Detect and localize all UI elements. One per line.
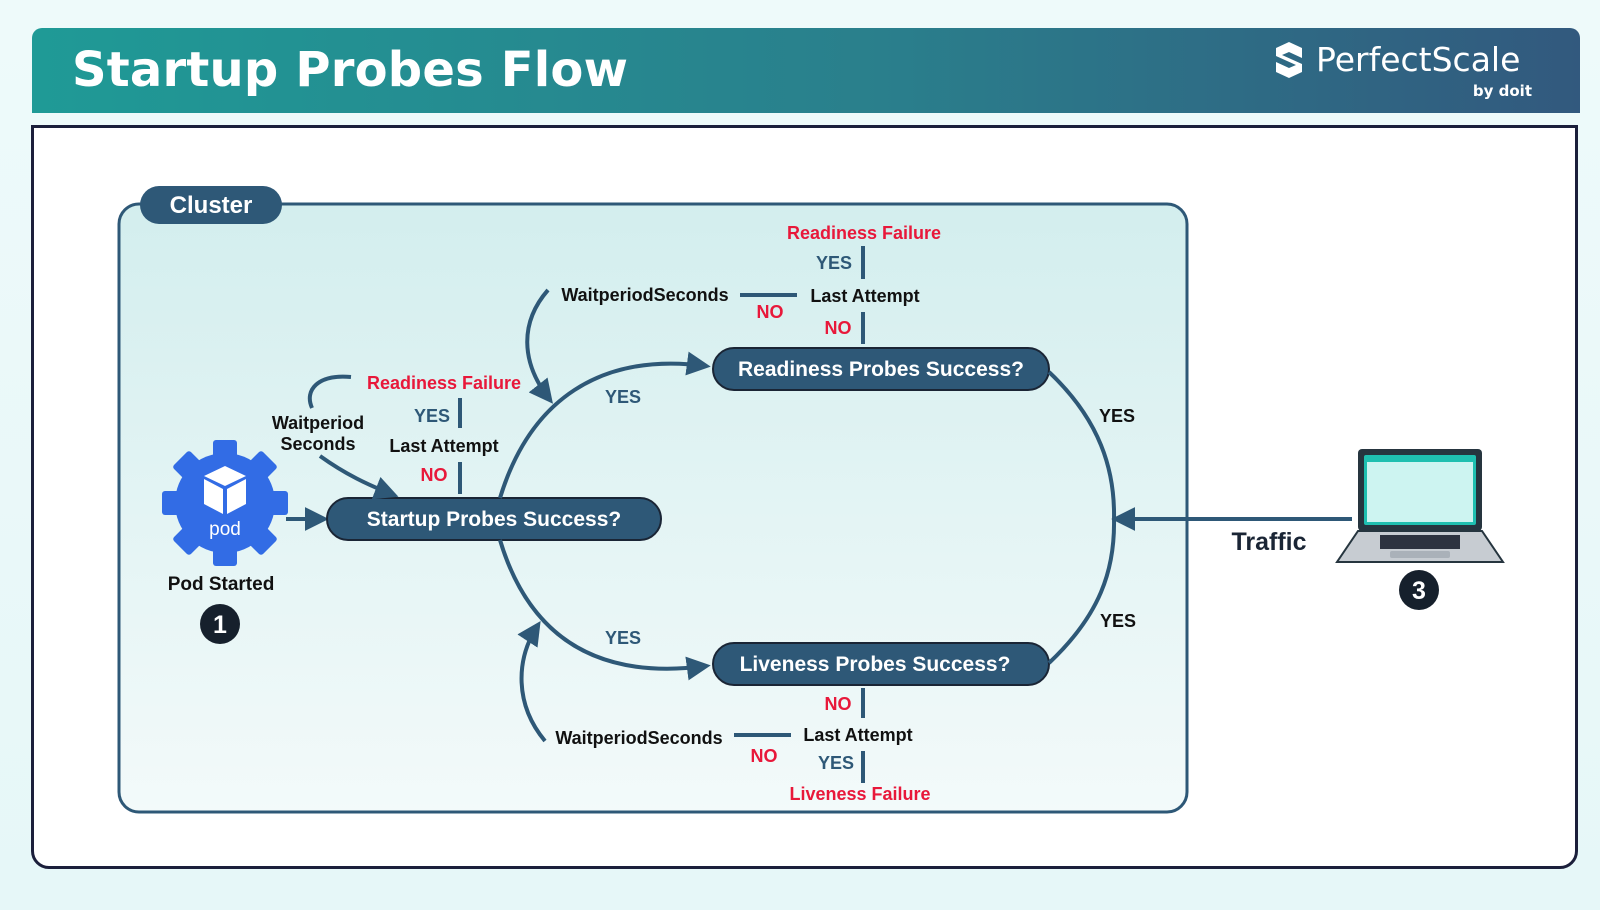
pod-icon-label: pod bbox=[209, 519, 241, 540]
page-title: Startup Probes Flow bbox=[72, 42, 629, 98]
readiness-wait-label: WaitperiodSeconds bbox=[561, 285, 728, 305]
brand-logo: PerfectScale by doit bbox=[1272, 38, 1532, 104]
perfectscale-logo-icon bbox=[1276, 42, 1302, 78]
startup-wait-arrow bbox=[318, 454, 399, 500]
step-1-badge bbox=[200, 604, 240, 644]
to-liveness-yes: YES bbox=[605, 628, 641, 648]
startup-probe-label: Startup Probes Success? bbox=[367, 508, 621, 531]
liveness-last-attempt: Last Attempt bbox=[803, 725, 912, 745]
liveness-no-side: NO bbox=[751, 746, 778, 766]
startup-no-label: NO bbox=[421, 465, 448, 485]
kubernetes-pod-icon: pod bbox=[162, 440, 288, 566]
startup-to-readiness-arrow bbox=[498, 351, 711, 499]
cluster-tab bbox=[140, 186, 282, 224]
readiness-failure-label: Readiness Failure bbox=[787, 223, 941, 243]
liveness-wait-label: WaitperiodSeconds bbox=[555, 728, 722, 748]
step-1-number: 1 bbox=[213, 611, 227, 639]
liveness-right-arc bbox=[1047, 518, 1117, 665]
startup-wait-label-2: Seconds bbox=[280, 434, 355, 454]
readiness-last-attempt: Last Attempt bbox=[810, 286, 919, 306]
startup-retry-loop bbox=[307, 374, 352, 409]
header-banner: Startup Probes Flow PerfectScale by doit bbox=[32, 28, 1580, 113]
startup-yes-label: YES bbox=[414, 406, 450, 426]
startup-probe-node bbox=[326, 497, 662, 541]
liveness-retry-arrow bbox=[517, 620, 547, 743]
readiness-probe-node bbox=[712, 347, 1050, 391]
cluster-label: Cluster bbox=[170, 192, 253, 219]
readiness-yes-label: YES bbox=[816, 253, 852, 273]
brand-name: PerfectScale bbox=[1316, 40, 1521, 79]
readiness-no-below: NO bbox=[825, 318, 852, 338]
readiness-retry-arrow bbox=[525, 288, 553, 404]
readiness-probe-label: Readiness Probes Success? bbox=[738, 358, 1024, 381]
startup-last-attempt: Last Attempt bbox=[389, 436, 498, 456]
step-3-number: 3 bbox=[1412, 577, 1426, 605]
startup-to-liveness-arrow bbox=[498, 539, 711, 681]
startup-wait-label-1: Waitperiod bbox=[272, 413, 364, 433]
liveness-probe-node bbox=[712, 642, 1050, 686]
laptop-icon bbox=[1335, 449, 1505, 563]
readiness-no-side: NO bbox=[757, 302, 784, 322]
startup-readiness-failure: Readiness Failure bbox=[367, 373, 521, 393]
step-3-badge bbox=[1399, 570, 1439, 610]
liveness-failure-label: Liveness Failure bbox=[789, 784, 930, 804]
liveness-right-yes: YES bbox=[1100, 611, 1136, 631]
brand-subtitle: by doit bbox=[1472, 82, 1532, 100]
pod-started-label: Pod Started bbox=[168, 574, 275, 595]
liveness-yes-label: YES bbox=[818, 753, 854, 773]
liveness-probe-label: Liveness Probes Success? bbox=[740, 653, 1011, 676]
to-readiness-yes: YES bbox=[605, 387, 641, 407]
readiness-right-yes: YES bbox=[1099, 406, 1135, 426]
readiness-right-arc bbox=[1047, 370, 1117, 520]
liveness-no-above: NO bbox=[825, 694, 852, 714]
traffic-label: Traffic bbox=[1231, 528, 1306, 556]
